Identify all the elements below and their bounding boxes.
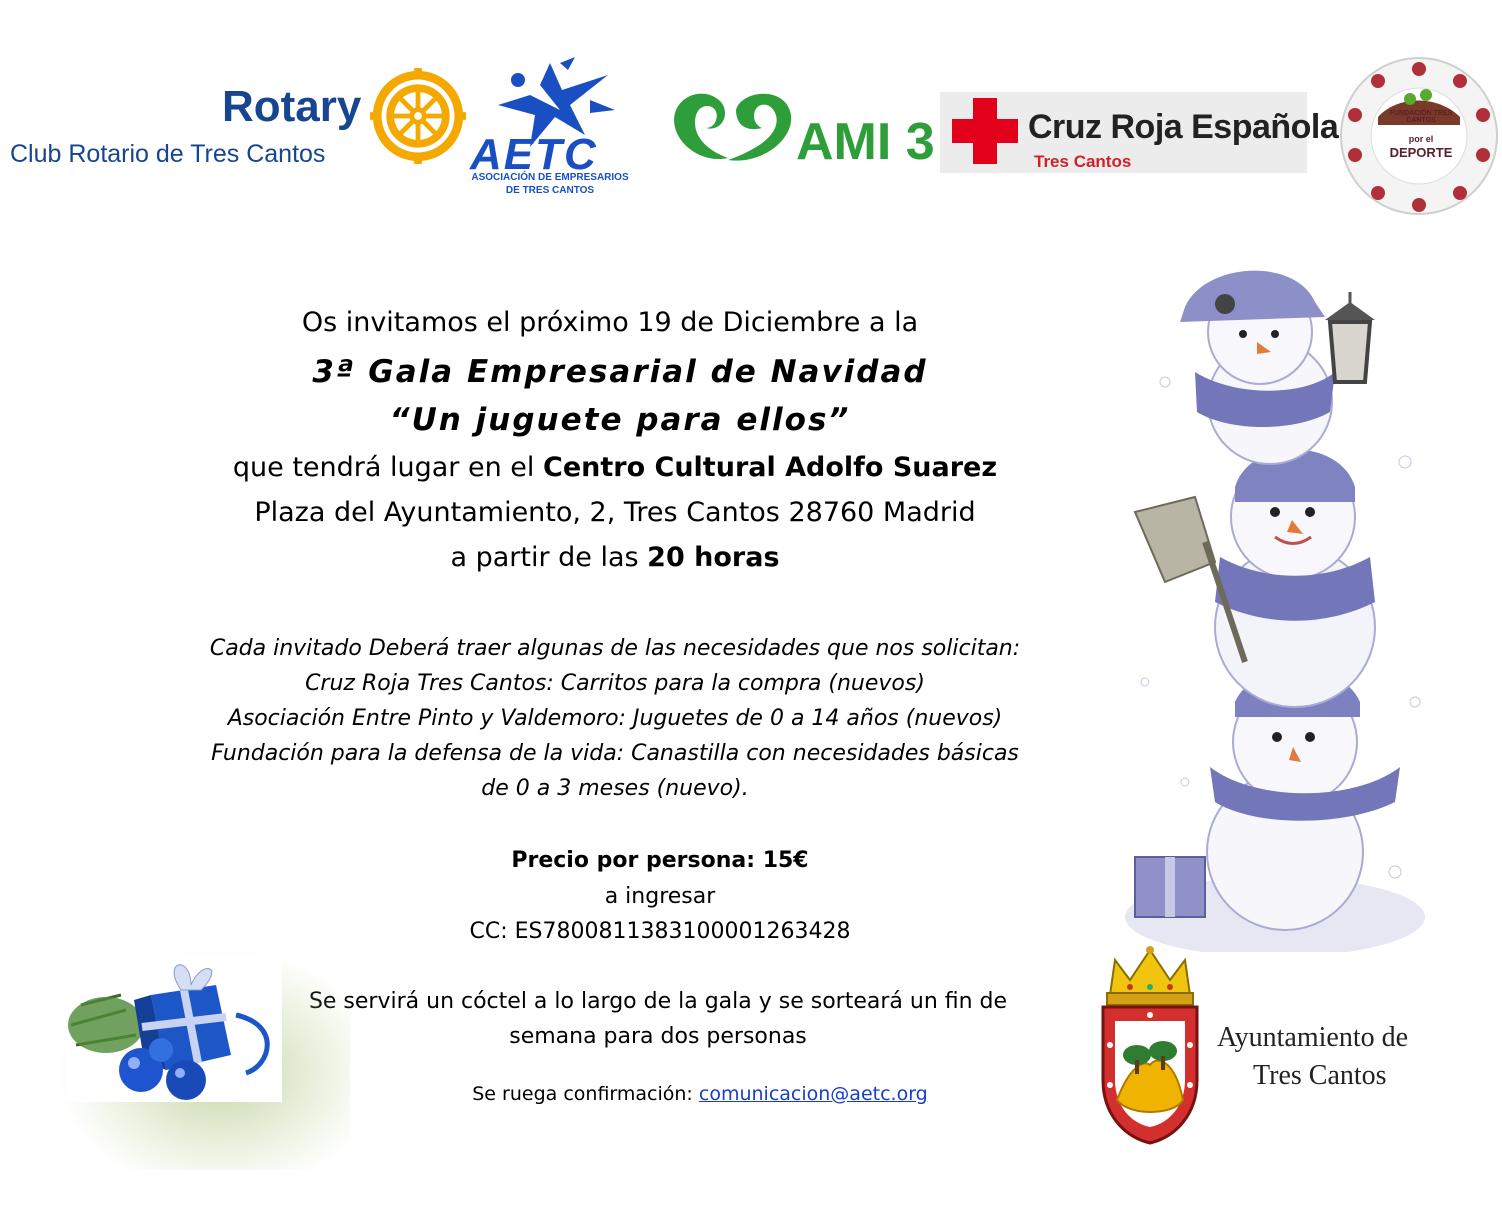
aetc-star-figure-icon	[498, 57, 615, 147]
aetc-logo-text: AETC	[470, 130, 598, 179]
cocktail-line-1: Se servirá un cóctel a lo largo de la ga…	[308, 989, 1008, 1014]
confirmation-line: Se ruega confirmación: comunicacion@aetc…	[190, 1083, 1210, 1105]
invitation-intro: Os invitamos el próximo 19 de Diciembre …	[301, 307, 919, 338]
price-label: Precio por persona: 15€	[511, 848, 809, 873]
price-deposit: a ingresar	[604, 884, 716, 909]
tres-cantos-coat-of-arms-icon	[1101, 946, 1199, 1145]
cruz-roja-name: Cruz Roja Española	[1028, 108, 1339, 146]
event-time: 20 horas	[647, 542, 780, 573]
cruz-roja-location: Tres Cantos	[1034, 152, 1132, 171]
red-cross-icon	[952, 98, 1018, 164]
ayuntamiento-line-2: Tres Cantos	[1253, 1060, 1387, 1091]
time-line: a partir de las 20 horas	[105, 542, 1125, 573]
rotary-logo-text: Rotary	[222, 82, 362, 131]
ayuntamiento-line-1: Ayuntamiento de	[1217, 1022, 1409, 1053]
bank-account: CC: ES7800811383100001263428	[469, 919, 851, 944]
fundacion-deporte: DEPORTE	[1389, 145, 1453, 160]
rotary-club-name: Club Rotario de Tres Cantos	[10, 140, 326, 168]
venue-address: Plaza del Ayuntamiento, 2, Tres Cantos 2…	[254, 497, 976, 528]
needs-item-2: Asociación Entre Pinto y Valdemoro: Jugu…	[227, 706, 1003, 731]
rotary-wheel-icon	[370, 68, 466, 164]
gala-subtitle: “Un juguete para ellos”	[389, 402, 851, 438]
needs-item-3: Fundación para la defensa de la vida: Ca…	[211, 741, 1019, 766]
christmas-gift-ornaments-icon	[66, 955, 282, 1102]
confirmation-email-link[interactable]: comunicacion@aetc.org	[698, 1083, 928, 1105]
venue-name: Centro Cultural Adolfo Suarez	[543, 452, 998, 483]
snowmen-illustration-icon	[1125, 270, 1425, 952]
aetc-line-1: ASOCIACIÓN DE EMPRESARIOS	[471, 172, 629, 183]
venue-prefix: que tendrá lugar en el	[232, 452, 543, 483]
fundacion-por-el: por el	[1408, 134, 1434, 144]
fundacion-deporte-badge-icon	[1340, 57, 1498, 215]
gala-title: 3ª Gala Empresarial de Navidad	[312, 354, 928, 390]
cocktail-line-2: semana para dos personas	[509, 1024, 807, 1049]
needs-intro: Cada invitado Deberá traer algunas de la…	[209, 636, 1021, 661]
needs-item-1: Cruz Roja Tres Cantos: Carritos para la …	[305, 671, 925, 696]
ami-hearts-icon	[674, 93, 792, 161]
confirmation-label: Se ruega confirmación:	[472, 1083, 699, 1105]
venue-line: que tendrá lugar en el Centro Cultural A…	[105, 452, 1125, 483]
ami-logo-text: AMI 3	[796, 113, 935, 171]
time-prefix: a partir de las	[450, 542, 648, 573]
aetc-line-2: DE TRES CANTOS	[505, 185, 595, 196]
fundacion-name: FUNDACIÓN TRES CANTOS	[1389, 110, 1453, 124]
needs-item-4: de 0 a 3 meses (nuevo).	[481, 776, 749, 801]
